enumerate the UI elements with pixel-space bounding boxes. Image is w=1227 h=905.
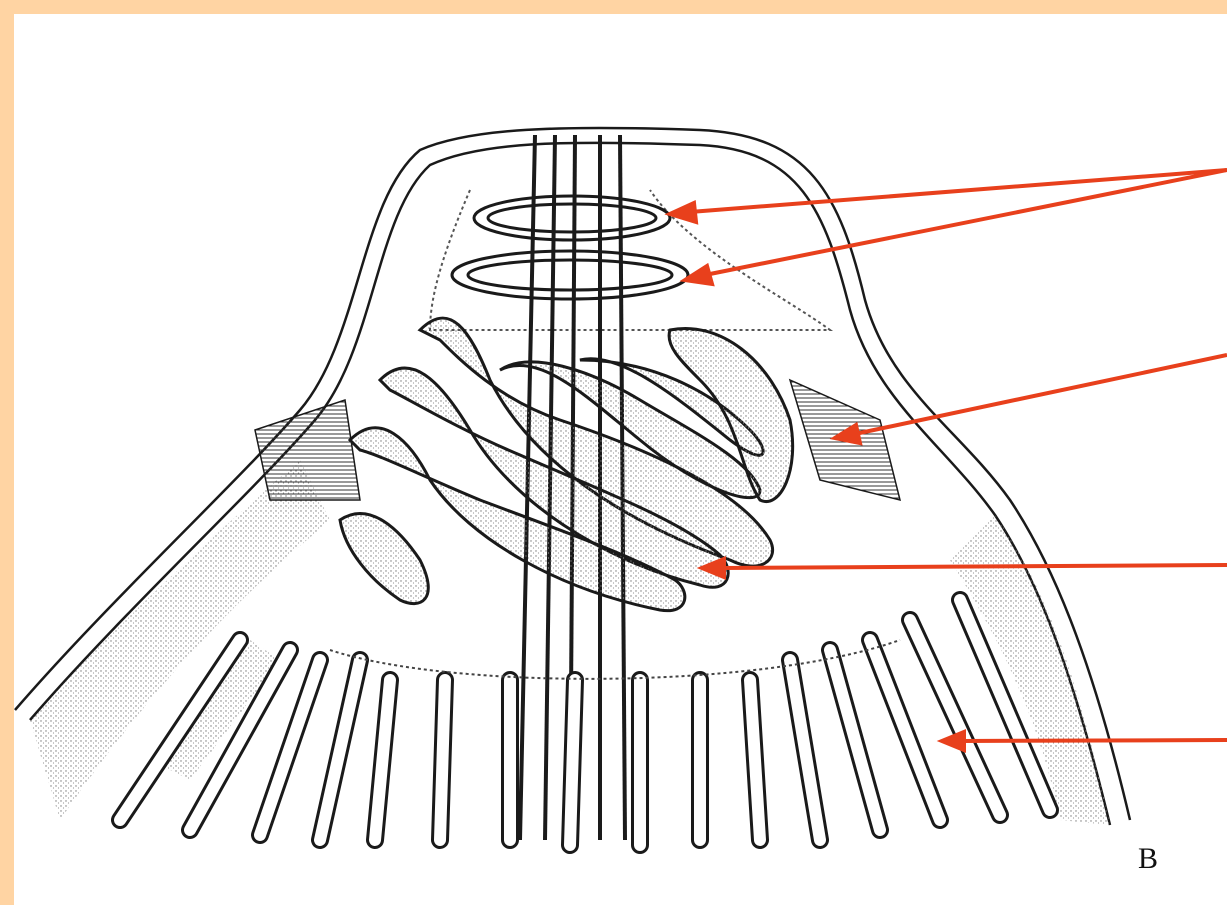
tentacle-rods bbox=[120, 600, 1050, 845]
ring-lower bbox=[452, 251, 688, 299]
panel-letter: B bbox=[1138, 842, 1158, 876]
arrow-rings-lower bbox=[685, 170, 1227, 284]
arrow-rings-upper bbox=[670, 170, 1227, 222]
dotted-belt bbox=[330, 640, 900, 679]
arrow-hatched-plate bbox=[835, 355, 1227, 443]
ring-upper bbox=[474, 196, 670, 240]
